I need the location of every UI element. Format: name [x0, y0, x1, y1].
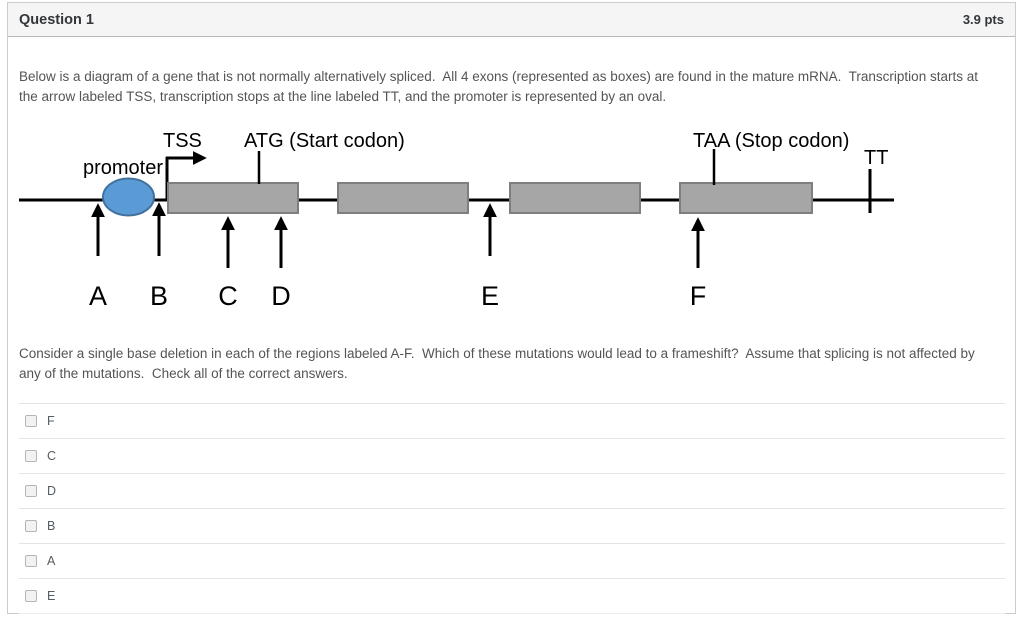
promoter-oval: [102, 177, 155, 217]
exon-3: [509, 182, 641, 214]
option-label: B: [47, 519, 56, 533]
option-label: E: [47, 589, 56, 603]
question-prompt: Consider a single base deletion in each …: [19, 346, 979, 381]
question-intro: Below is a diagram of a gene that is not…: [19, 69, 982, 104]
question-card: Question 1 3.9 pts Below is a diagram of…: [7, 2, 1016, 614]
marker-label-e: E: [481, 281, 499, 311]
option-label: F: [47, 414, 55, 428]
checkbox[interactable]: [25, 415, 37, 427]
answer-option-c[interactable]: C: [19, 438, 1005, 473]
question-header: Question 1 3.9 pts: [8, 3, 1015, 37]
checkbox[interactable]: [25, 450, 37, 462]
points-label: 3.9 pts: [962, 12, 1004, 27]
answer-option-d[interactable]: D: [19, 473, 1005, 508]
start-codon-label: ATG (Start codon): [244, 130, 405, 152]
promoter-label: promoter: [83, 157, 163, 179]
answer-options: F C D B A E: [19, 403, 1005, 614]
exon-2: [337, 182, 469, 214]
marker-label-b: B: [150, 281, 168, 311]
option-label: D: [47, 484, 57, 498]
tss-label: TSS: [163, 130, 202, 152]
checkbox[interactable]: [25, 590, 37, 602]
option-label: C: [47, 449, 57, 463]
checkbox[interactable]: [25, 520, 37, 532]
question-title: Question 1: [19, 11, 94, 28]
answer-option-e[interactable]: E: [19, 578, 1005, 613]
answer-option-f[interactable]: F: [19, 403, 1005, 438]
marker-label-d: D: [271, 281, 291, 311]
checkbox[interactable]: [25, 485, 37, 497]
marker-label-a: A: [89, 281, 107, 311]
exon-1: [167, 182, 299, 214]
marker-label-c: C: [218, 281, 238, 311]
gene-diagram: promoter TSS ATG (Start codon) TAA (Stop…: [19, 130, 894, 311]
stop-codon-label: TAA (Stop codon): [693, 130, 849, 152]
marker-label-f: F: [690, 281, 707, 311]
exon-4: [679, 182, 813, 214]
answer-option-b[interactable]: B: [19, 508, 1005, 543]
tt-label: TT: [864, 147, 888, 169]
checkbox[interactable]: [25, 555, 37, 567]
option-label: A: [47, 554, 56, 568]
answer-option-a[interactable]: A: [19, 543, 1005, 578]
